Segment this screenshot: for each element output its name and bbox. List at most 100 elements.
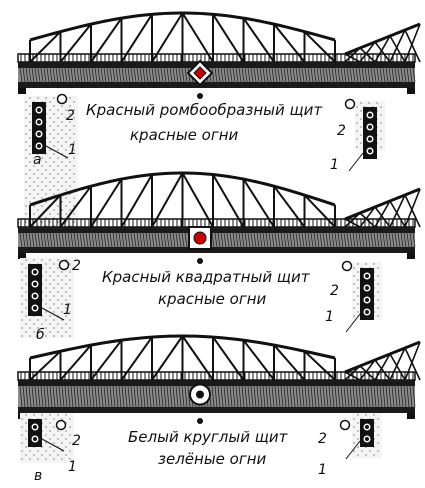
- girder-hatch: [19, 232, 23, 248]
- signal-lamp-lens: [37, 108, 41, 112]
- girder-hatch: [322, 67, 326, 83]
- stipple-dot: [69, 113, 71, 115]
- girder-hatch: [244, 232, 248, 248]
- girder-hatch: [220, 67, 224, 83]
- girder-hatch: [316, 385, 320, 408]
- girder-hatch: [67, 385, 71, 408]
- girder-hatch: [271, 67, 275, 83]
- girder-hatch: [52, 67, 56, 83]
- girder-hatch: [235, 232, 239, 248]
- girder-hatch: [319, 232, 323, 248]
- stipple-dot: [65, 454, 67, 456]
- stipple-dot: [360, 142, 362, 144]
- girder-hatch: [385, 232, 389, 248]
- stipple-dot: [33, 197, 35, 199]
- stipple-dot: [377, 307, 379, 309]
- truss-diagonal: [389, 200, 406, 228]
- girder-hatch: [370, 67, 374, 83]
- stipple-dot: [25, 299, 27, 301]
- stipple-dot: [69, 263, 71, 265]
- stipple-dot: [29, 201, 31, 203]
- girder-hatch: [373, 232, 377, 248]
- girder-hatch: [229, 385, 233, 408]
- stipple-dot: [49, 422, 51, 424]
- stipple-dot: [61, 121, 63, 123]
- girder-hatch: [85, 67, 89, 83]
- stipple-dot: [69, 450, 71, 452]
- marker-circle-right: [344, 98, 356, 110]
- girder-hatch: [322, 232, 326, 248]
- stipple-dot: [57, 205, 59, 207]
- signal-lamp-lens: [37, 132, 41, 136]
- stipple-dot: [33, 157, 35, 159]
- stipple-dot: [65, 315, 67, 317]
- stipple-dot: [360, 118, 362, 120]
- stipple-dot: [53, 271, 55, 273]
- stipple-dot: [357, 422, 359, 424]
- stipple-dot: [33, 414, 35, 416]
- stipple-dot: [21, 287, 23, 289]
- girder-hatch: [124, 232, 128, 248]
- stipple-dot: [69, 442, 71, 444]
- girder-hatch: [334, 385, 338, 408]
- girder-hatch: [154, 385, 158, 408]
- panel-b-right-label-1: 1: [325, 309, 334, 325]
- girder-hatch: [37, 67, 41, 83]
- stipple-dot: [373, 414, 375, 416]
- girder-hatch: [100, 232, 104, 248]
- girder-hatch: [229, 67, 233, 83]
- girder-hatch: [106, 232, 110, 248]
- girder-hatch: [211, 67, 215, 83]
- girder-hatch: [73, 385, 77, 408]
- stipple-dot: [73, 205, 75, 207]
- girder-hatch: [277, 232, 281, 248]
- girder-hatch: [271, 232, 275, 248]
- girder-hatch: [247, 385, 251, 408]
- signal-lamp-lens: [33, 306, 37, 310]
- girder-hatch: [127, 67, 131, 83]
- stipple-dot: [41, 414, 43, 416]
- girder-hatch: [232, 385, 236, 408]
- stipple-dot: [53, 335, 55, 337]
- signal-lamp-lens: [33, 282, 37, 286]
- girder-hatch: [220, 232, 224, 248]
- truss-diagonal: [404, 23, 421, 63]
- stipple-dot: [45, 287, 47, 289]
- stipple-dot: [377, 275, 379, 277]
- panel-a-shield-caption: Красный ромбообразный щит: [86, 101, 323, 119]
- girder-hatch: [184, 385, 188, 408]
- signal-box-right: [352, 413, 382, 458]
- stipple-dot: [29, 177, 31, 179]
- stipple-dot: [53, 113, 55, 115]
- truss-diagonal: [303, 350, 336, 381]
- stipple-dot: [65, 125, 67, 127]
- shield-sign: [189, 383, 211, 406]
- girder-hatch: [40, 232, 44, 248]
- girder-hatch: [217, 67, 221, 83]
- stipple-dot: [45, 295, 47, 297]
- girder-hatch: [22, 385, 26, 408]
- girder-hatch: [328, 232, 332, 248]
- stipple-dot: [53, 442, 55, 444]
- panel-b-left-label-1: 1: [63, 302, 72, 318]
- stipple-dot: [57, 323, 59, 325]
- stipple-dot: [69, 335, 71, 337]
- girder-hatch: [220, 385, 224, 408]
- stipple-dot: [49, 283, 51, 285]
- girder-hatch: [160, 67, 164, 83]
- marker-circle-left: [55, 419, 67, 431]
- stipple-dot: [61, 113, 63, 115]
- girder-hatch: [403, 232, 407, 248]
- girder-hatch: [34, 385, 38, 408]
- stipple-dot: [53, 279, 55, 281]
- girder-hatch: [163, 67, 167, 83]
- girder-hatch: [304, 385, 308, 408]
- girder-hatch: [340, 385, 344, 408]
- girder-hatch: [28, 67, 32, 83]
- stipple-dot: [65, 275, 67, 277]
- stipple-dot: [53, 177, 55, 179]
- stipple-dot: [73, 117, 75, 119]
- stipple-dot: [61, 209, 63, 211]
- leader-line-right: [348, 152, 364, 172]
